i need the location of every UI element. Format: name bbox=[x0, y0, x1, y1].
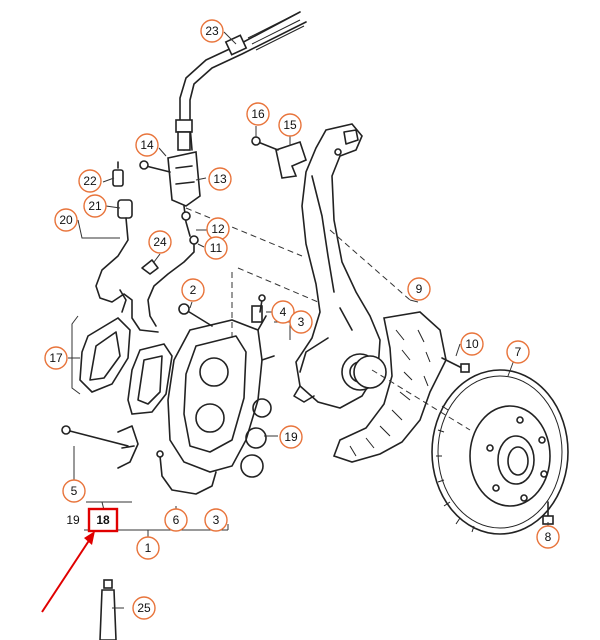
callout-10-label: 10 bbox=[465, 337, 479, 351]
callout-7: 7 bbox=[506, 340, 530, 364]
callout-3-lower-label: 3 bbox=[213, 513, 220, 527]
callout-18-highlighted[interactable]: 18 bbox=[87, 507, 119, 533]
hose-bracket bbox=[139, 151, 201, 237]
bleed-screw bbox=[258, 294, 266, 313]
callout-6: 6 bbox=[164, 508, 188, 532]
callout-19-left-label: 19 bbox=[66, 513, 80, 527]
callout-5-label: 5 bbox=[71, 484, 78, 498]
seal-rings bbox=[240, 398, 272, 478]
callout-25-label: 25 bbox=[137, 601, 151, 615]
steering-knuckle bbox=[293, 123, 381, 409]
sensor-bracket bbox=[251, 136, 307, 179]
callout-19-left: 19 bbox=[66, 513, 80, 527]
pointer-arrow bbox=[41, 531, 95, 613]
wear-sensor bbox=[95, 161, 159, 333]
callout-24: 24 bbox=[148, 230, 172, 254]
splash-shield bbox=[332, 311, 447, 463]
callout-13: 13 bbox=[208, 167, 232, 191]
callout-20: 20 bbox=[54, 208, 78, 232]
assembly-dashed-lines bbox=[185, 207, 471, 431]
lower-brake-line bbox=[156, 450, 217, 495]
callout-3-upper-label: 3 bbox=[298, 315, 305, 329]
callout-20-label: 20 bbox=[59, 213, 73, 227]
callout-16: 16 bbox=[246, 102, 270, 126]
callout-9-label: 9 bbox=[416, 282, 423, 296]
callout-8: 8 bbox=[536, 525, 560, 549]
callout-23-label: 23 bbox=[205, 24, 219, 38]
callout-2: 2 bbox=[181, 278, 205, 302]
callout-16-label: 16 bbox=[251, 107, 265, 121]
callout-21: 21 bbox=[83, 194, 107, 218]
brake-disc bbox=[431, 369, 569, 535]
paste-tube bbox=[99, 579, 117, 640]
callout-10: 10 bbox=[460, 332, 484, 356]
callout-23: 23 bbox=[200, 19, 224, 43]
callout-15-label: 15 bbox=[283, 118, 297, 132]
leader-lines bbox=[68, 31, 549, 609]
callout-17: 17 bbox=[44, 346, 68, 370]
callout-18-label: 18 bbox=[96, 513, 110, 527]
callout-4: 4 bbox=[271, 300, 295, 324]
brake-caliper bbox=[167, 305, 275, 473]
callout-12: 12 bbox=[206, 217, 230, 241]
callout-22: 22 bbox=[78, 169, 102, 193]
callout-24-label: 24 bbox=[153, 235, 167, 249]
shield-bolt bbox=[441, 357, 470, 373]
callout-9: 9 bbox=[407, 277, 431, 301]
callout-3-lower: 3 bbox=[204, 508, 228, 532]
callout-4-label: 4 bbox=[280, 305, 287, 319]
callout-8-label: 8 bbox=[545, 530, 552, 544]
callout-19-right: 19 bbox=[279, 425, 303, 449]
callout-15: 15 bbox=[278, 113, 302, 137]
callout-1-label: 1 bbox=[145, 541, 152, 555]
callout-3-upper: 3 bbox=[289, 310, 313, 334]
callout-14: 14 bbox=[135, 133, 159, 157]
callout-11-label: 11 bbox=[210, 241, 223, 255]
guide-pins bbox=[61, 425, 139, 486]
callout-11: 11 bbox=[204, 236, 228, 260]
callout-1: 1 bbox=[136, 536, 160, 560]
callout-25: 25 bbox=[132, 596, 156, 620]
callout-7-label: 7 bbox=[515, 345, 522, 359]
callout-12-label: 12 bbox=[211, 222, 225, 236]
brake-hose bbox=[175, 11, 307, 151]
callout-5: 5 bbox=[62, 479, 86, 503]
callout-2-label: 2 bbox=[190, 283, 197, 297]
callout-17-label: 17 bbox=[49, 351, 63, 365]
callout-22-label: 22 bbox=[83, 174, 97, 188]
callout-14-label: 14 bbox=[140, 138, 154, 152]
brake-pads bbox=[71, 315, 173, 415]
callout-13-label: 13 bbox=[213, 172, 227, 186]
brake-line bbox=[141, 235, 199, 327]
caliper-bolt bbox=[178, 303, 213, 327]
callout-21-label: 21 bbox=[88, 199, 102, 213]
callout-6-label: 6 bbox=[173, 513, 180, 527]
callout-19-right-label: 19 bbox=[284, 430, 298, 444]
